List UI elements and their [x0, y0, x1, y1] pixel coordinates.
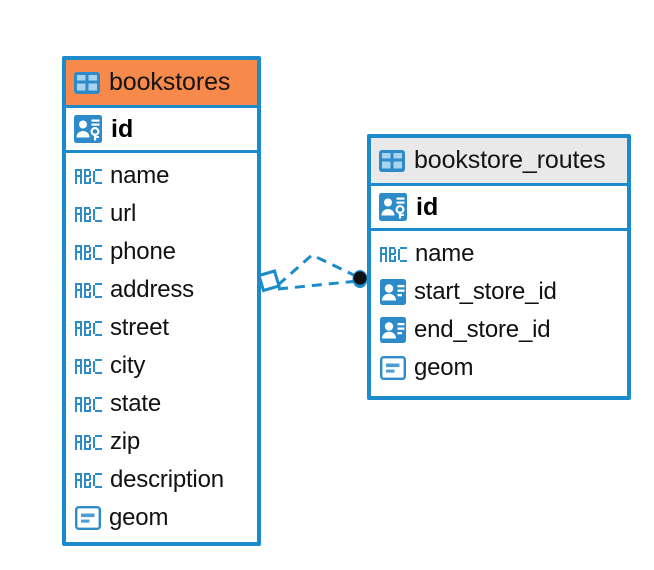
field-label: city — [110, 352, 146, 379]
foreign-key-icon — [380, 317, 406, 343]
abc-text-icon — [75, 358, 102, 374]
abc-text-icon — [75, 206, 102, 222]
relationship-connector — [257, 253, 368, 293]
entity-bookstore-routes[interactable]: bookstore_routes id — [367, 134, 631, 400]
primary-key-label: id — [416, 192, 439, 221]
field-label: phone — [110, 238, 176, 265]
entity-title: bookstores — [109, 68, 231, 96]
abc-text-icon — [75, 396, 102, 412]
geometry-icon — [380, 356, 407, 381]
field-row[interactable]: zip — [66, 423, 257, 461]
field-label: name — [110, 162, 170, 189]
field-row[interactable]: name — [371, 235, 627, 273]
field-list-bookstore-routes: name start_store_id — [371, 231, 627, 389]
relationship-circle-marker-ring — [352, 270, 368, 288]
entity-header-bookstores[interactable]: bookstores — [66, 60, 257, 108]
field-row[interactable]: geom — [66, 499, 257, 537]
field-row[interactable]: start_store_id — [371, 273, 627, 311]
primary-key-icon — [379, 193, 407, 221]
field-label: end_store_id — [414, 316, 551, 343]
field-list-bookstores: name url — [66, 153, 257, 539]
field-row[interactable]: phone — [66, 233, 257, 271]
abc-text-icon — [75, 168, 102, 184]
entity-header-bookstore-routes[interactable]: bookstore_routes — [371, 138, 627, 186]
field-row[interactable]: name — [66, 157, 257, 195]
primary-key-label: id — [111, 114, 134, 143]
field-label: address — [110, 276, 194, 303]
relationship-line-upper — [277, 253, 359, 287]
primary-key-row[interactable]: id — [371, 186, 627, 231]
abc-text-icon — [75, 472, 102, 488]
relationship-line-lower — [277, 279, 359, 291]
abc-text-icon — [75, 320, 102, 336]
field-label: street — [110, 314, 169, 341]
field-label: name — [415, 240, 475, 267]
table-icon — [74, 71, 100, 94]
primary-key-icon — [74, 115, 102, 143]
abc-text-icon — [380, 246, 407, 262]
primary-key-row[interactable]: id — [66, 108, 257, 153]
field-label: start_store_id — [414, 278, 557, 305]
field-label: url — [110, 200, 137, 227]
abc-text-icon — [75, 282, 102, 298]
abc-text-icon — [75, 434, 102, 450]
foreign-key-icon — [380, 279, 406, 305]
field-row[interactable]: city — [66, 347, 257, 385]
relationship-diamond-marker — [257, 269, 281, 293]
geometry-icon — [75, 506, 102, 531]
field-label: geom — [414, 354, 474, 381]
field-label: state — [110, 390, 162, 417]
field-label: description — [110, 466, 224, 493]
table-icon — [379, 149, 405, 172]
entity-title: bookstore_routes — [414, 146, 606, 174]
field-row[interactable]: geom — [371, 349, 627, 387]
field-row[interactable]: url — [66, 195, 257, 233]
field-label: zip — [110, 428, 141, 455]
field-row[interactable]: description — [66, 461, 257, 499]
field-row[interactable]: state — [66, 385, 257, 423]
entity-bookstores[interactable]: bookstores id — [62, 56, 261, 546]
field-row[interactable]: address — [66, 271, 257, 309]
field-label: geom — [109, 504, 169, 531]
relationship-circle-marker — [353, 271, 367, 285]
field-row[interactable]: end_store_id — [371, 311, 627, 349]
abc-text-icon — [75, 244, 102, 260]
field-row[interactable]: street — [66, 309, 257, 347]
